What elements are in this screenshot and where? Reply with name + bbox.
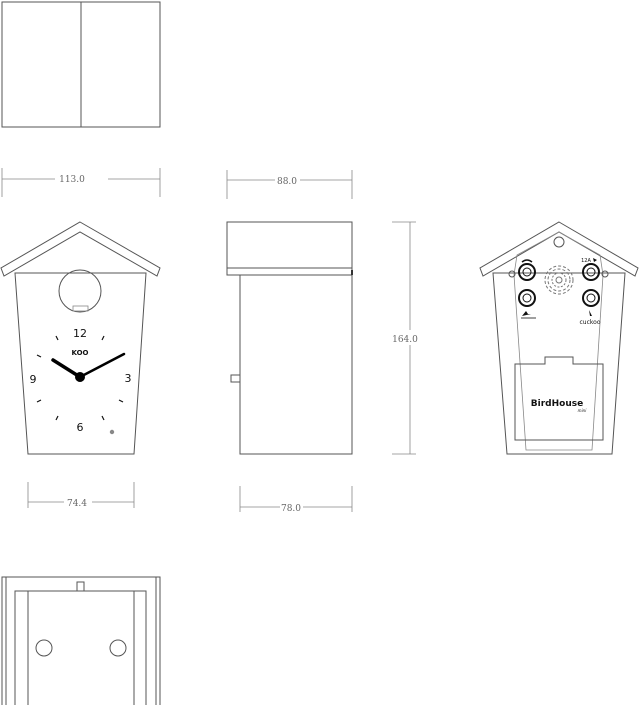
numeral-12: 12 [73,327,87,340]
cuckoo-label: cuckoo [579,319,600,326]
foot-left [35,639,53,657]
top-view [1,1,161,128]
time-label: 12A [581,258,591,264]
knob-time-set[interactable] [518,263,536,281]
light-sensor [109,429,115,435]
cuckoo-bird-icon [589,310,592,316]
dimension-top-width: 113.0 [1,168,161,197]
bird-icon [522,311,531,316]
bird-night-icon [593,258,597,262]
roof [0,221,161,277]
roof-side [226,221,353,276]
dimension-body-depth: 78.0 [239,486,353,514]
knob-bird-set[interactable] [518,289,536,307]
dimension-base-width: 74.4 [27,482,135,509]
minute-hand [78,352,126,379]
house-back-body [492,272,626,455]
roof-back [479,221,639,277]
dimension-label: 113.0 [59,175,85,185]
bottom-view [1,576,161,705]
brand-logo: KOO [71,349,88,357]
rotate-arrow-icon [521,259,533,263]
cuckoo-perch [72,305,89,312]
brand-name: BirdHouse [531,399,583,409]
dimension-height: 164.0 [392,221,418,455]
numeral-6: 6 [77,421,84,434]
side-view [226,221,353,455]
hand-hub [75,372,85,382]
body-side [239,274,353,455]
dimension-label: 164.0 [392,335,418,345]
house-body [14,272,147,455]
speaker-grille-icon [544,265,574,295]
brand-sub: mini [578,408,588,413]
dimension-roof-depth: 88.0 [226,170,353,199]
adjust-knob [230,374,241,383]
dimension-label: 88.0 [277,177,297,187]
knob-bottom [76,581,85,592]
foot-right [109,639,127,657]
bottom-outline [1,576,161,705]
numeral-3: 3 [125,372,132,385]
dimension-label: 78.0 [281,504,301,514]
dimension-label: 74.4 [67,499,87,509]
indicator-right [601,270,609,278]
hanging-hole [553,236,565,248]
back-panel [513,231,604,451]
front-view: 12 3 6 9 KOO [0,221,161,455]
numeral-9: 9 [30,373,37,386]
back-view: 12A cuckoo BirdHouse mini [479,221,639,455]
battery-cover[interactable] [514,356,604,441]
hour-hand [51,358,82,379]
knob-night-mode[interactable] [582,263,600,281]
indicator-left [508,270,516,278]
cuckoo-door [58,269,102,313]
knob-cuckoo[interactable] [582,289,600,307]
